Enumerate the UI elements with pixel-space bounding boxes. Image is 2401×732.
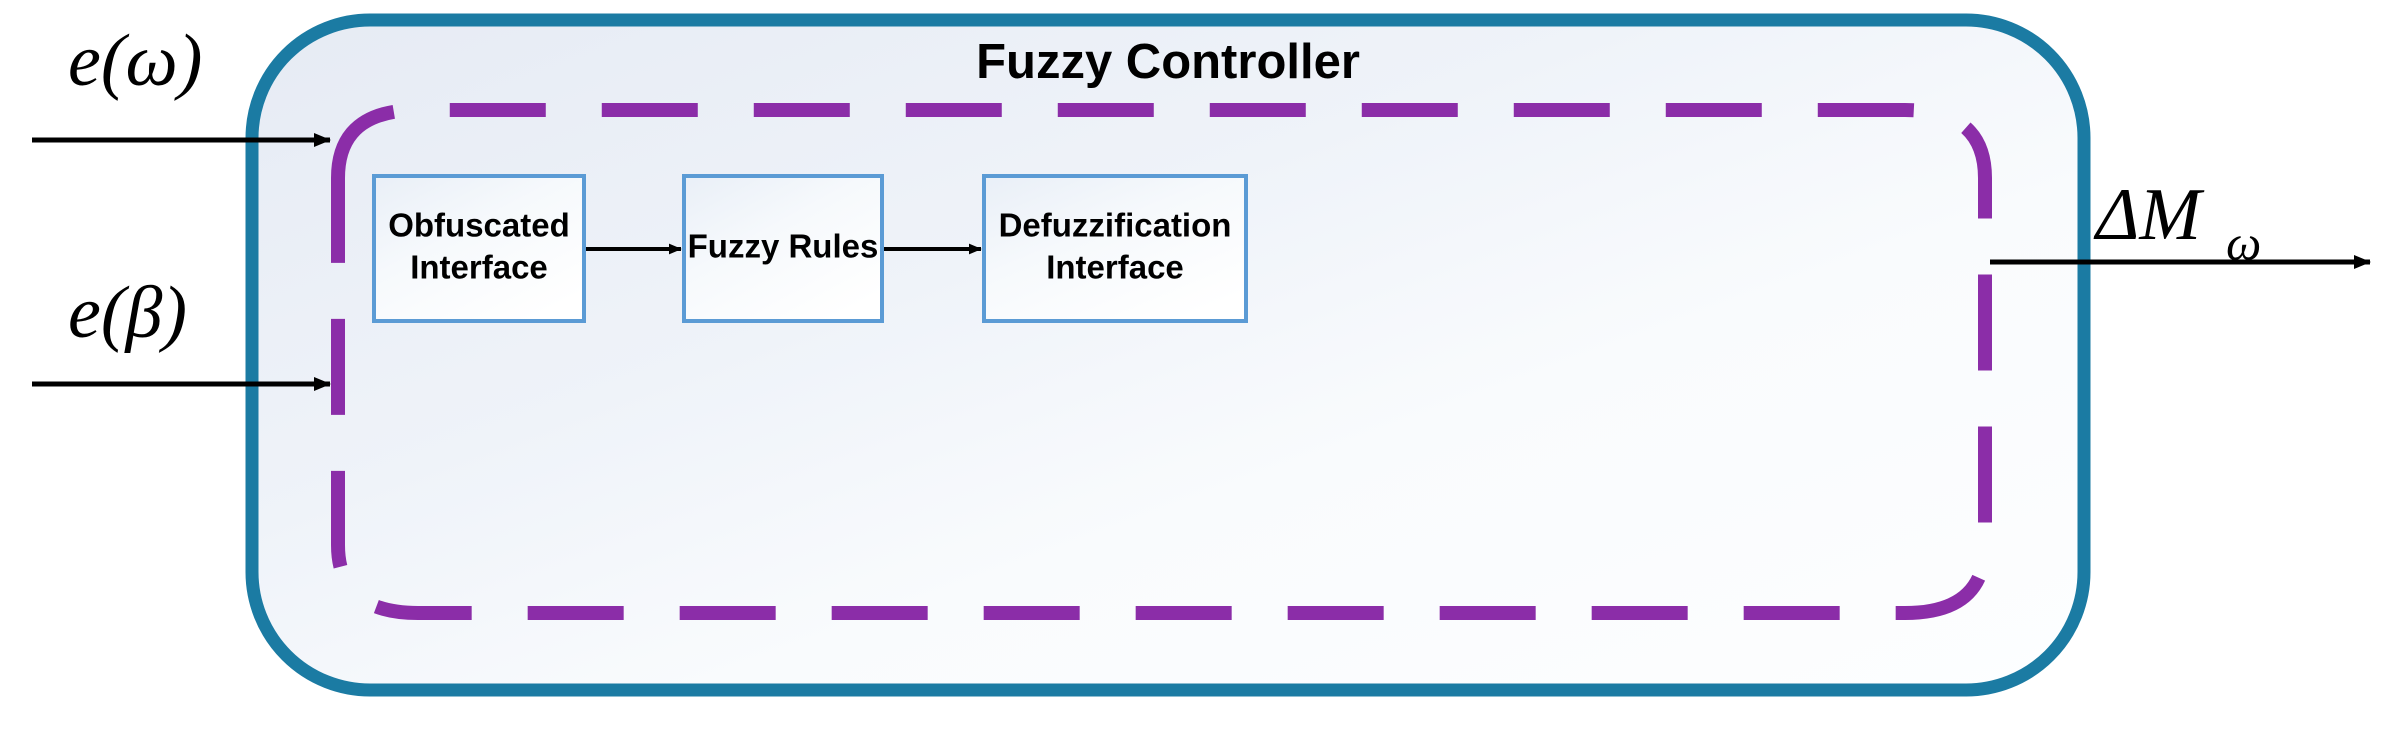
block-obfuscated-interface[interactable]: Obfuscated Interface xyxy=(372,174,586,323)
block-fuzzy-rules[interactable]: Fuzzy Rules xyxy=(682,174,884,323)
dashed-loop-path xyxy=(331,103,1992,620)
block-defuzzification-interface-rect[interactable] xyxy=(982,174,1248,323)
block-obfuscated-interface-label-line1: Obfuscated xyxy=(388,207,570,244)
input-label-omega-group: e(ω) xyxy=(68,20,202,102)
block-fuzzy-rules-label-line1: Fuzzy Rules xyxy=(688,228,879,265)
input-label-beta: e(β) xyxy=(68,272,187,354)
block-defuzzification-interface-label-line2: Interface xyxy=(1046,249,1184,286)
block-obfuscated-interface-rect[interactable] xyxy=(372,174,586,323)
fuzzy-inference-dashed-loop xyxy=(331,103,1992,620)
block-fuzzy-rules-rect[interactable] xyxy=(682,174,884,323)
controller-outer-border xyxy=(245,13,2091,697)
block-defuzzification-interface[interactable]: Defuzzification Interface xyxy=(982,174,1248,323)
input-label-omega: e(ω) xyxy=(68,20,202,102)
output-label-omega-subscript: ω xyxy=(2226,214,2261,270)
input-arrows xyxy=(32,133,331,391)
controller-title: Fuzzy Controller xyxy=(976,35,1360,89)
block-defuzzification-interface-label-line1: Defuzzification xyxy=(999,207,1232,244)
fuzzy-controller-panel xyxy=(245,13,2091,697)
output-label-group: ΔM ω xyxy=(2093,174,2261,270)
input-label-beta-group: e(β) xyxy=(68,272,187,354)
output-label-delta-m: ΔM xyxy=(2093,174,2205,256)
block-obfuscated-interface-label-line2: Interface xyxy=(410,249,548,286)
